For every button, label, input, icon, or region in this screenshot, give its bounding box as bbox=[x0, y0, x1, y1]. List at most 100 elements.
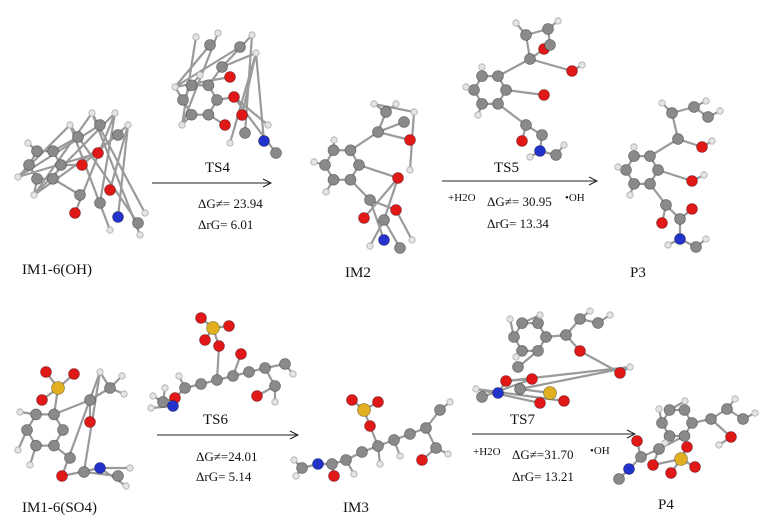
atom-h bbox=[192, 33, 200, 41]
atom-c bbox=[434, 404, 446, 416]
atom-o bbox=[689, 461, 701, 473]
ts5-activation-energy: ΔG≠= 30.95 bbox=[487, 194, 552, 209]
atom-h bbox=[512, 19, 520, 27]
atom-c bbox=[476, 97, 488, 110]
atom-h bbox=[536, 311, 544, 319]
atom-c bbox=[327, 144, 340, 157]
atom-h bbox=[376, 460, 384, 468]
atom-c bbox=[202, 79, 215, 92]
atom-c bbox=[326, 458, 338, 470]
atom-c bbox=[476, 391, 488, 403]
atom-o bbox=[228, 91, 240, 103]
atom-n bbox=[492, 387, 504, 399]
atom-h bbox=[14, 446, 22, 454]
atom-c bbox=[243, 366, 255, 378]
atom-h bbox=[289, 370, 297, 378]
atom-c bbox=[404, 428, 416, 440]
atom-c bbox=[613, 473, 625, 485]
atom-h bbox=[171, 83, 179, 91]
bond bbox=[497, 102, 527, 126]
atom-h bbox=[702, 97, 710, 105]
atom-h bbox=[30, 191, 38, 199]
atom-o bbox=[364, 420, 376, 432]
atom-c bbox=[48, 439, 60, 452]
atom-s bbox=[51, 381, 65, 395]
atom-c bbox=[72, 131, 84, 143]
atom-h bbox=[214, 29, 222, 37]
atom-c bbox=[512, 361, 524, 373]
atom-o bbox=[199, 334, 211, 346]
bond bbox=[395, 209, 413, 241]
atom-c bbox=[644, 150, 656, 163]
atom-h bbox=[446, 398, 454, 406]
atom-c bbox=[476, 70, 488, 83]
molecule-ts5 bbox=[462, 17, 586, 161]
atom-o bbox=[534, 397, 546, 409]
atom-h bbox=[66, 121, 74, 129]
atom-c bbox=[132, 217, 144, 229]
atom-c bbox=[227, 370, 239, 382]
atom-c bbox=[327, 173, 340, 186]
atom-o bbox=[647, 459, 659, 471]
atom-c bbox=[398, 116, 410, 128]
atom-c bbox=[644, 177, 656, 190]
reaction-arrow-4 bbox=[472, 429, 637, 439]
molecule-ts7 bbox=[472, 307, 634, 409]
atom-c bbox=[21, 424, 33, 436]
atom-c bbox=[112, 470, 124, 482]
atom-h bbox=[406, 166, 414, 174]
bond bbox=[382, 177, 400, 221]
atom-c bbox=[394, 242, 406, 254]
atom-h bbox=[292, 472, 300, 480]
atom-n bbox=[534, 145, 546, 157]
atom-o bbox=[686, 203, 698, 215]
atom-c bbox=[550, 149, 562, 161]
atom-c bbox=[635, 451, 647, 463]
atom-c bbox=[48, 408, 60, 421]
atom-c bbox=[492, 70, 504, 83]
reaction-arrow-3 bbox=[157, 430, 300, 440]
atom-o bbox=[69, 207, 81, 219]
bond bbox=[481, 377, 533, 399]
atom-o bbox=[665, 467, 677, 479]
atom-c bbox=[690, 241, 702, 253]
bond bbox=[233, 96, 269, 126]
atom-c bbox=[74, 189, 86, 201]
atom-h bbox=[655, 405, 663, 413]
atom-c bbox=[202, 108, 215, 121]
atom-o bbox=[725, 431, 737, 443]
atom-o bbox=[516, 135, 528, 147]
atom-c bbox=[380, 106, 392, 118]
atom-c bbox=[340, 454, 352, 466]
atom-c bbox=[211, 94, 223, 106]
atom-c bbox=[185, 79, 198, 92]
atom-h bbox=[408, 236, 416, 244]
atom-n bbox=[258, 135, 270, 147]
atom-o bbox=[40, 366, 52, 378]
atom-h bbox=[716, 107, 724, 115]
atom-h bbox=[196, 71, 204, 79]
atom-c bbox=[532, 317, 544, 330]
atom-o bbox=[251, 390, 263, 402]
atom-o bbox=[195, 312, 207, 324]
atom-h bbox=[26, 461, 34, 469]
atom-h bbox=[124, 121, 132, 129]
atom-o bbox=[358, 212, 370, 224]
bond bbox=[90, 112, 142, 236]
atom-c bbox=[540, 331, 552, 343]
ts7-reaction-energy: ΔrG= 13.21 bbox=[512, 469, 574, 484]
atom-o bbox=[104, 184, 116, 196]
atom-h bbox=[370, 100, 378, 108]
atom-c bbox=[524, 53, 536, 65]
atom-c bbox=[660, 199, 672, 211]
atom-c bbox=[104, 382, 116, 394]
atom-c bbox=[628, 150, 640, 163]
bond bbox=[228, 52, 258, 144]
atom-c bbox=[259, 362, 271, 374]
atom-c bbox=[678, 430, 691, 442]
bond bbox=[373, 102, 415, 114]
atom-c bbox=[666, 107, 678, 119]
atom-o bbox=[328, 470, 340, 482]
atom-c bbox=[705, 413, 717, 425]
atom-c bbox=[78, 466, 90, 478]
